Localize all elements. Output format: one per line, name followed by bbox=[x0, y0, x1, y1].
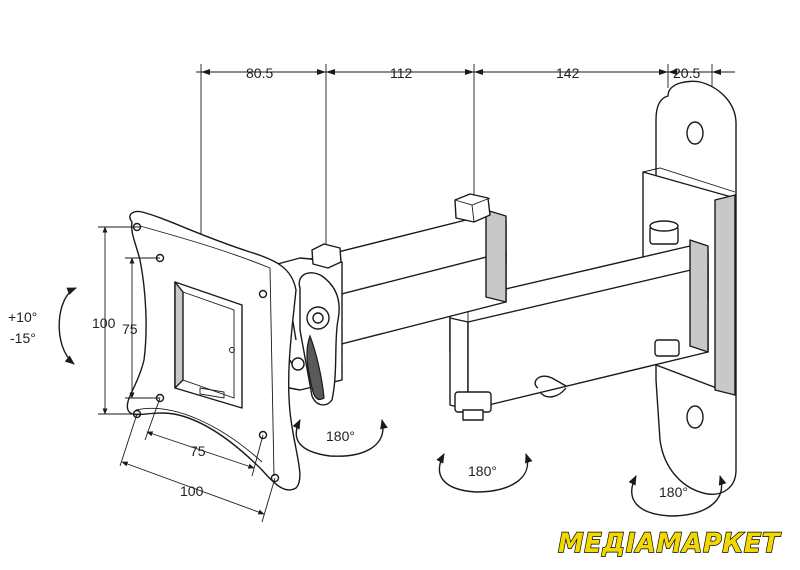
hex-bolt-tilt-top bbox=[311, 243, 342, 269]
swivel-2-label: 180° bbox=[468, 463, 497, 479]
dim-vesa-height-outer: 100 bbox=[92, 315, 116, 331]
swivel-arrow-1: 180° bbox=[292, 419, 388, 457]
vesa-plate bbox=[126, 210, 301, 491]
dim-vesa-width-outer: 100 bbox=[180, 483, 204, 499]
tilt-up-label: +10° bbox=[8, 309, 37, 325]
dim-142: 142 bbox=[556, 65, 580, 81]
dim-20-5: 20.5 bbox=[673, 65, 700, 81]
dim-vesa-width-inner: 75 bbox=[190, 443, 206, 459]
top-dimension-chain: 80.5 112 142 20.5 bbox=[196, 64, 735, 255]
swivel-arrow-2: 180° bbox=[436, 453, 533, 493]
swivel-1-label: 180° bbox=[326, 428, 355, 444]
brand-logo: МЕДІАМАРКЕТ bbox=[557, 527, 782, 559]
dim-vesa-height-inner: 75 bbox=[122, 321, 138, 337]
second-arm bbox=[449, 220, 709, 421]
swivel-3-label: 180° bbox=[659, 484, 688, 500]
hex-bolt-arm-top bbox=[454, 193, 491, 223]
brand-logo-text: МЕДІАМАРКЕТ bbox=[558, 528, 782, 559]
dim-80-5: 80.5 bbox=[246, 65, 273, 81]
vesa-dimensions: 100 75 75 100 bbox=[92, 226, 276, 523]
tilt-arrow: +10° -15° bbox=[8, 287, 77, 365]
first-arm bbox=[297, 193, 507, 351]
swivel-arrow-3: 180° bbox=[628, 475, 727, 517]
dim-112: 112 bbox=[390, 65, 413, 81]
hex-bolt-top-wall bbox=[649, 220, 679, 245]
hex-bolt-bottom-wall bbox=[654, 339, 680, 357]
hex-bolt-bottom-arm bbox=[454, 391, 492, 421]
tilt-down-label: -15° bbox=[10, 330, 36, 346]
